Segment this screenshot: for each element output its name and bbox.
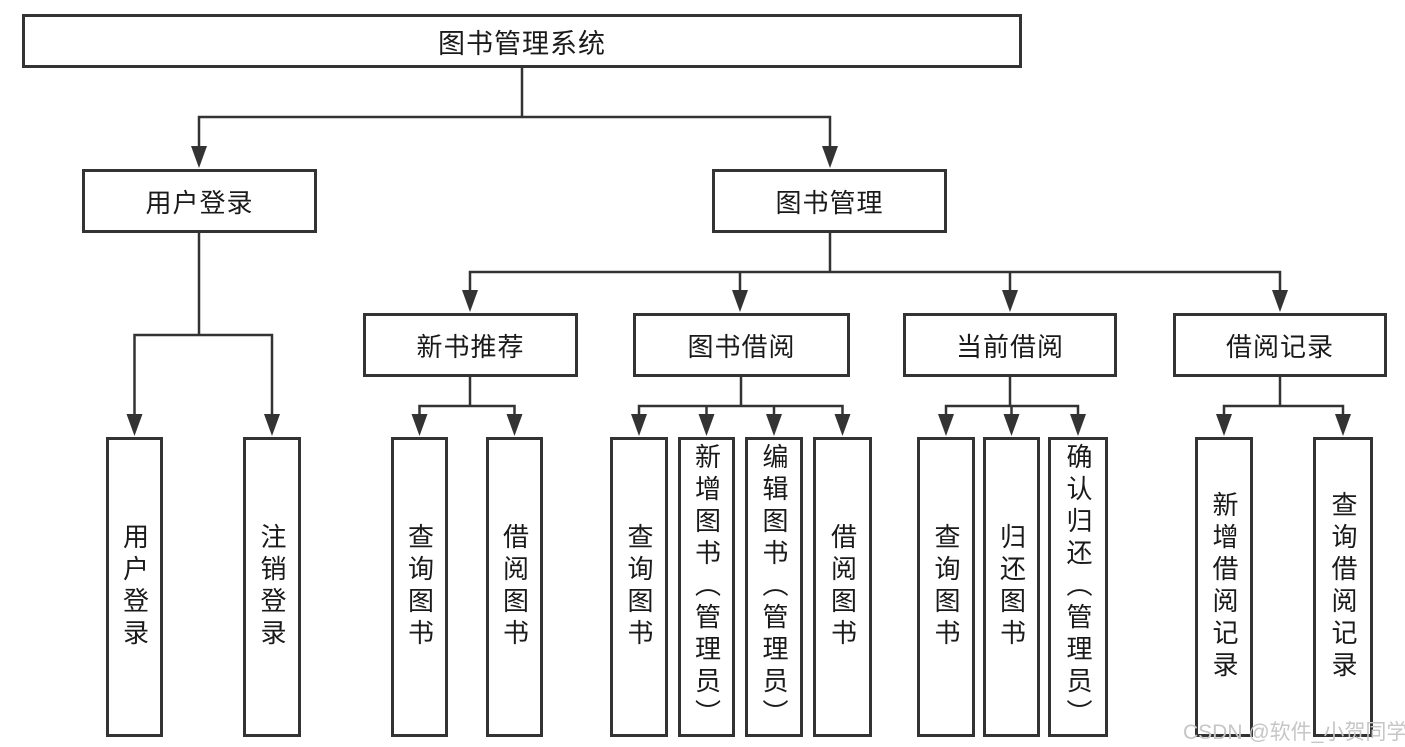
node-book-management: 图书管理 (712, 169, 947, 233)
node-book-borrowing: 图书借阅 (633, 313, 850, 377)
node-borrow-records-label: 借阅记录 (1225, 331, 1334, 362)
arrowhead-icons (126, 146, 1351, 436)
leaf-borrowing-borrow-books-label: 借阅图书 (827, 523, 858, 651)
leaf-logout-label: 注销登录 (257, 523, 287, 651)
leaf-newbooks-query-books-label: 查询图书 (404, 523, 435, 651)
node-new-book-recommend: 新书推荐 (363, 313, 578, 377)
leaf-current-confirm-return-admin: 确认归还（管理员） (1048, 437, 1108, 737)
node-new-book-recommend-label: 新书推荐 (416, 331, 525, 362)
node-library-system: 图书管理系统 (22, 14, 1022, 68)
leaf-current-query-books-label: 查询图书 (931, 523, 961, 651)
leaf-borrowing-edit-books-admin-label: 编辑图书（管理员） (759, 443, 789, 731)
leaf-newbooks-borrow-books: 借阅图书 (486, 437, 543, 737)
leaf-borrowing-query-books: 查询图书 (610, 437, 668, 737)
node-user-login: 用户登录 (82, 169, 317, 233)
leaf-records-query-record-label: 查询借阅记录 (1328, 491, 1358, 683)
leaf-borrowing-edit-books-admin: 编辑图书（管理员） (745, 437, 803, 737)
leaf-newbooks-borrow-books-label: 借阅图书 (499, 523, 530, 651)
node-book-borrowing-label: 图书借阅 (687, 331, 796, 362)
leaf-records-query-record: 查询借阅记录 (1313, 437, 1373, 737)
leaf-borrowing-add-books-admin: 新增图书（管理员） (678, 437, 735, 737)
leaf-borrowing-query-books-label: 查询图书 (624, 523, 654, 651)
leaf-user-login-label: 用户登录 (119, 523, 150, 651)
leaf-newbooks-query-books: 查询图书 (391, 437, 448, 737)
node-current-borrowing-label: 当前借阅 (955, 331, 1064, 362)
leaf-logout: 注销登录 (243, 437, 301, 737)
leaf-records-add-record: 新增借阅记录 (1195, 437, 1253, 737)
leaf-current-return-books-label: 归还图书 (996, 523, 1027, 651)
node-current-borrowing: 当前借阅 (903, 313, 1117, 377)
leaf-current-query-books: 查询图书 (917, 437, 975, 737)
leaf-borrowing-borrow-books: 借阅图书 (813, 437, 872, 737)
leaf-user-login: 用户登录 (106, 437, 163, 737)
leaf-records-add-record-label: 新增借阅记录 (1209, 491, 1239, 683)
connector-edges (133, 68, 1345, 416)
node-book-management-label: 图书管理 (775, 187, 884, 218)
leaf-current-confirm-return-admin-label: 确认归还（管理员） (1063, 443, 1093, 731)
watermark: CSDN @软件_小贺同学 (1183, 721, 1405, 744)
node-library-system-label: 图书管理系统 (438, 28, 606, 59)
node-borrow-records: 借阅记录 (1173, 313, 1387, 377)
leaf-current-return-books: 归还图书 (983, 437, 1040, 737)
leaf-borrowing-add-books-admin-label: 新增图书（管理员） (691, 443, 722, 731)
node-user-login-label: 用户登录 (145, 187, 254, 218)
